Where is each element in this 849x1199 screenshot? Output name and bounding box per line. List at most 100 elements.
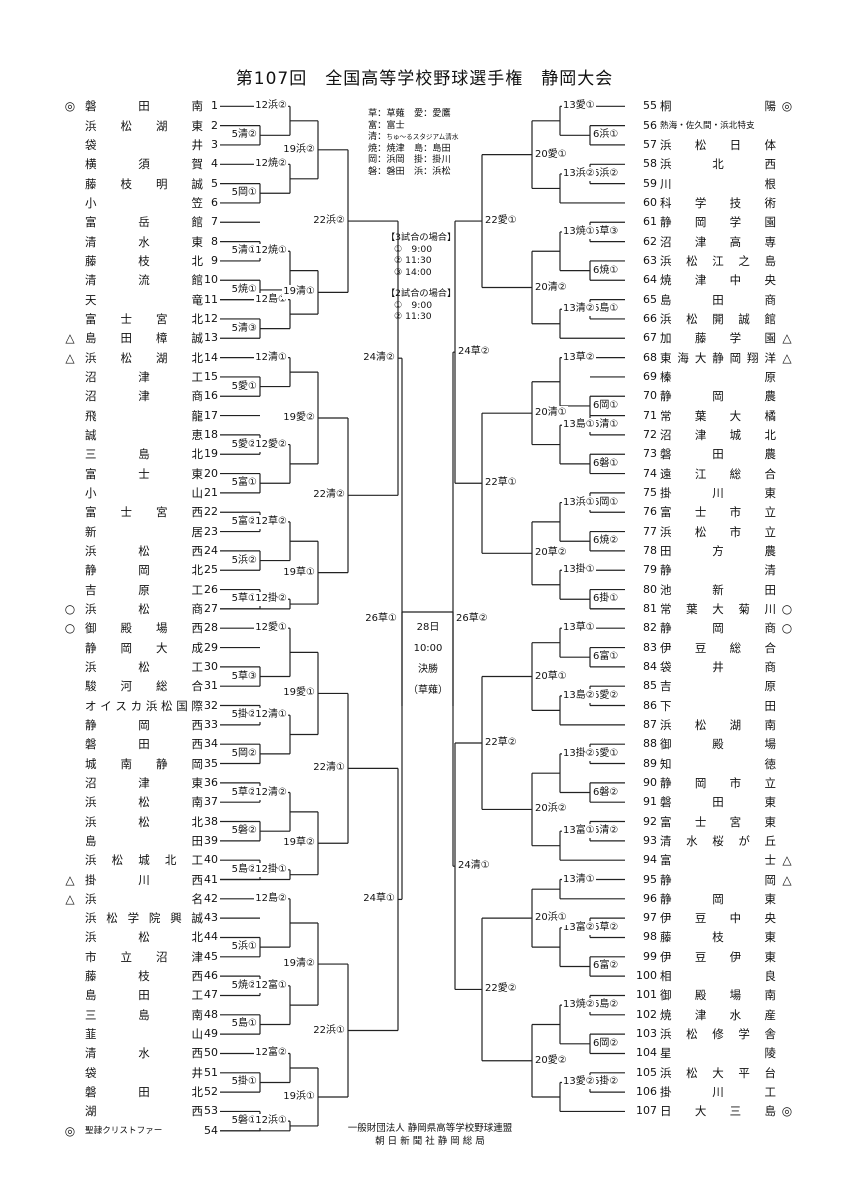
game-label: 6浜② xyxy=(592,166,620,181)
game-label: 12浜① xyxy=(254,1114,288,1129)
team-number: 87 xyxy=(643,717,657,731)
legend-entry: 富：富士 xyxy=(368,119,405,131)
team-name: 沼津高専 xyxy=(660,234,776,249)
team-number: 77 xyxy=(643,524,657,538)
game-label: 12清② xyxy=(254,785,288,800)
team-number: 49 xyxy=(204,1027,218,1041)
team-number: 5 xyxy=(211,176,218,190)
game-label: 20草② xyxy=(534,546,568,561)
seed-mark: △ xyxy=(65,350,75,365)
team-number: 61 xyxy=(643,215,657,229)
team-name: 伊豆総合 xyxy=(660,640,776,655)
game-label: 19清① xyxy=(282,285,316,300)
game-label: 22愛② xyxy=(484,982,518,997)
game-label: 6磐② xyxy=(592,785,620,800)
team-name: 天竜 xyxy=(85,292,203,307)
team-name: 浜松北 xyxy=(85,930,203,945)
game-label: 5磐② xyxy=(230,824,258,839)
team-name: 市立沼津 xyxy=(85,949,203,964)
team-number: 107 xyxy=(636,1104,657,1118)
team-number: 38 xyxy=(204,814,218,828)
game-label: 5磐① xyxy=(230,1114,258,1129)
game-label: 6草② xyxy=(592,920,620,935)
team-name: 島田樟誠 xyxy=(85,331,203,346)
game-label: 13愛① xyxy=(562,99,596,114)
team-name: 吉原工 xyxy=(85,582,203,597)
team-number: 15 xyxy=(204,369,218,383)
team-name: 韮山 xyxy=(85,1027,203,1042)
team-name: 静清 xyxy=(660,563,776,578)
team-name: 飛龍 xyxy=(85,408,203,423)
legend-row: 草：草薙 愛：愛鷹 xyxy=(368,108,458,120)
team-number: 19 xyxy=(204,447,218,461)
team-number: 76 xyxy=(643,505,657,519)
team-number: 48 xyxy=(204,1007,218,1021)
game-label: 22草① xyxy=(484,476,518,491)
game-label: 5清③ xyxy=(230,321,258,336)
team-number: 95 xyxy=(643,872,657,886)
seed-mark: △ xyxy=(782,853,792,868)
team-name: 浜松大平台 xyxy=(660,1065,776,1080)
seed-mark: △ xyxy=(782,872,792,887)
game-label: 20愛② xyxy=(534,1053,568,1068)
legend-entry: 掛：掛川 xyxy=(413,154,451,166)
team-name: 桐陽 xyxy=(660,99,776,114)
team-name: 三島南 xyxy=(85,1007,203,1022)
footer-sponsor: 朝 日 新 聞 社 静 岡 総 局 xyxy=(375,1136,485,1147)
team-number: 41 xyxy=(204,872,218,886)
team-number: 89 xyxy=(643,756,657,770)
game-label: 19愛① xyxy=(282,686,316,701)
team-name: 浜松日体 xyxy=(660,137,776,152)
team-number: 18 xyxy=(204,427,218,441)
team-number: 73 xyxy=(643,447,657,461)
team-number: 53 xyxy=(204,1104,218,1118)
venue-legend: 草：草薙 愛：愛鷹 富：富士 清：ちゅ～るスタジアム清水 焼：焼津 島：島田 岡… xyxy=(368,108,458,178)
game-label: 5草③ xyxy=(230,669,258,684)
team-name: 加藤学園 xyxy=(660,331,776,346)
seed-mark: ○ xyxy=(781,621,793,636)
game-label: 5清① xyxy=(230,244,258,259)
game-label: 19愛② xyxy=(282,410,316,425)
team-number: 54 xyxy=(204,1123,218,1137)
team-number: 106 xyxy=(636,1085,657,1099)
team-name: 伊豆中央 xyxy=(660,911,776,926)
legend-entry: 磐：磐田 xyxy=(368,165,405,177)
team-number: 7 xyxy=(211,215,218,229)
game-label: 22清② xyxy=(312,488,346,503)
seed-mark: △ xyxy=(65,872,75,887)
team-name: 静岡 xyxy=(660,872,776,887)
game-label: 13草② xyxy=(562,350,596,365)
team-number: 13 xyxy=(204,331,218,345)
team-name: 富岳館 xyxy=(85,215,203,230)
game-label: 5岡② xyxy=(230,746,258,761)
game-label: 6愛① xyxy=(592,746,620,761)
team-number: 24 xyxy=(204,543,218,557)
game-label: 26草① xyxy=(364,611,398,626)
team-number: 91 xyxy=(643,795,657,809)
team-number: 85 xyxy=(643,679,657,693)
team-number: 37 xyxy=(204,795,218,809)
team-name: 袋井 xyxy=(85,1065,203,1080)
team-number: 103 xyxy=(636,1027,657,1041)
game-label: 12島① xyxy=(254,292,288,307)
